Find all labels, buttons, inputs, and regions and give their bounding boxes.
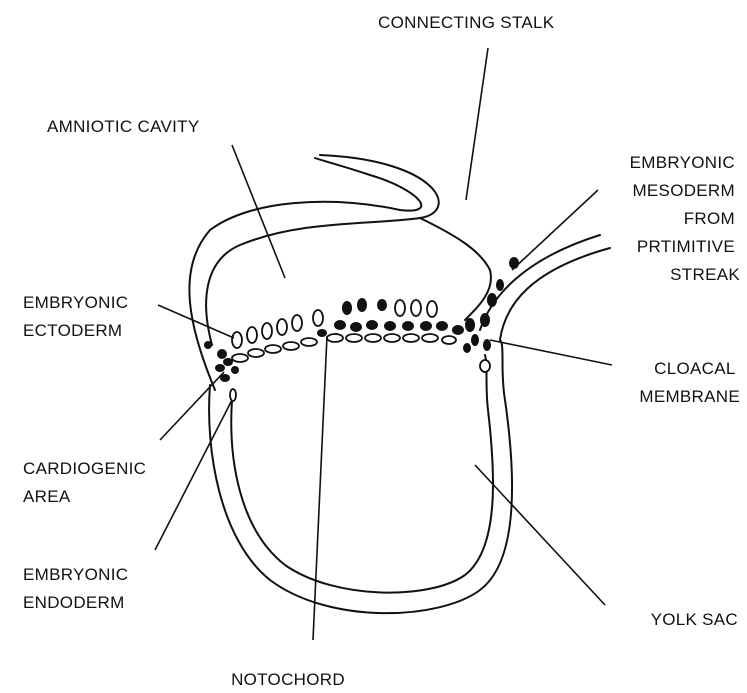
leader-amniotic-cavity — [232, 145, 285, 278]
leader-cardiogenic-area — [160, 372, 224, 440]
label-amniotic-cavity: AMNIOTIC CAVITY — [47, 117, 199, 136]
leader-mesoderm — [512, 190, 598, 270]
label-embryonic-mesoderm: EMBRYONIC MESODERM FROM PRTIMITIVE STREA… — [630, 153, 741, 284]
yolk-sac-inner — [231, 355, 493, 593]
leader-connecting-stalk — [466, 48, 488, 200]
label-embryonic-ectoderm: EMBRYONIC ECTODERM — [23, 293, 133, 340]
label-connecting-stalk: CONNECTING STALK — [378, 13, 555, 32]
leader-endoderm — [155, 400, 232, 550]
endoderm-cells — [230, 334, 490, 401]
yolk-sac-outer — [209, 340, 512, 613]
leader-cloacal-membrane — [490, 340, 612, 365]
label-cloacal-membrane: CLOACAL MEMBRANE — [639, 359, 740, 406]
label-embryonic-endoderm: EMBRYONIC ENDODERM — [23, 565, 133, 612]
leader-yolk-sac — [475, 465, 605, 605]
mesoderm-cells — [204, 257, 519, 382]
label-cardiogenic-area: CARDIOGENIC AREA — [23, 459, 151, 506]
leader-notochord — [313, 336, 327, 640]
label-notochord: NOTOCHORD — [231, 670, 345, 689]
label-yolk-sac: YOLK SAC — [651, 610, 738, 629]
leader-lines — [155, 48, 612, 640]
